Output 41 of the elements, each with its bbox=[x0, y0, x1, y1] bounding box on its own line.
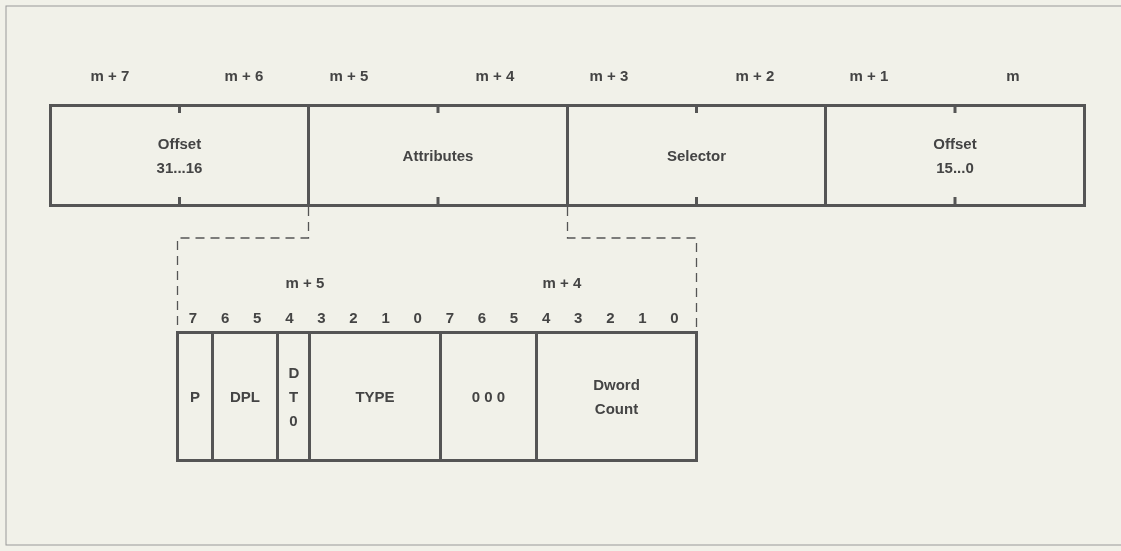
bit-number: 6 bbox=[477, 308, 487, 326]
field-label: Offset 31...16 bbox=[155, 133, 204, 178]
field-label: TYPE bbox=[355, 386, 395, 407]
bit-number: 3 bbox=[574, 308, 583, 326]
byte-address-label: m bbox=[1006, 66, 1020, 84]
bit-number: 4 bbox=[285, 308, 294, 326]
field-label: D T 0 bbox=[288, 362, 299, 431]
bit-number: 1 bbox=[638, 308, 647, 326]
bit-number: 0 bbox=[670, 308, 679, 326]
field-label: Selector bbox=[666, 145, 727, 166]
bit-number: 3 bbox=[317, 308, 326, 326]
byte-address-label: m + 7 bbox=[90, 66, 130, 84]
bit-number: 2 bbox=[349, 308, 358, 326]
bit-number: 7 bbox=[188, 308, 198, 326]
field-label: DPL bbox=[230, 386, 260, 407]
field-box bbox=[566, 104, 827, 207]
record-box bbox=[176, 331, 698, 462]
byte-address-label: m + 5 bbox=[329, 66, 369, 84]
bit-number: 5 bbox=[253, 308, 262, 326]
field-box bbox=[49, 104, 310, 207]
bit-number: 5 bbox=[509, 308, 519, 326]
field-label: Attributes bbox=[402, 145, 474, 166]
byte-address-label: m + 3 bbox=[589, 66, 629, 84]
byte-address-label: m + 1 bbox=[849, 66, 889, 84]
field-box bbox=[824, 104, 1086, 207]
bit-number: 4 bbox=[541, 308, 551, 326]
byte-address-label: m + 6 bbox=[224, 66, 264, 84]
byte-address-label: m + 4 bbox=[542, 273, 582, 291]
bit-number: 6 bbox=[220, 308, 230, 326]
field-label: Offset 15...0 bbox=[932, 133, 978, 178]
field-label: P bbox=[190, 386, 200, 407]
byte-address-label: m + 5 bbox=[285, 273, 325, 291]
field-box bbox=[307, 104, 569, 207]
field-label: 0 0 0 bbox=[471, 386, 506, 407]
byte-address-label: m + 4 bbox=[475, 66, 515, 84]
field-label: Dword Count bbox=[592, 374, 641, 419]
bit-number: 2 bbox=[606, 308, 615, 326]
byte-address-label: m + 2 bbox=[735, 66, 775, 84]
bit-number: 1 bbox=[381, 308, 390, 326]
bit-number: 7 bbox=[445, 308, 454, 326]
bit-number: 0 bbox=[413, 308, 422, 326]
